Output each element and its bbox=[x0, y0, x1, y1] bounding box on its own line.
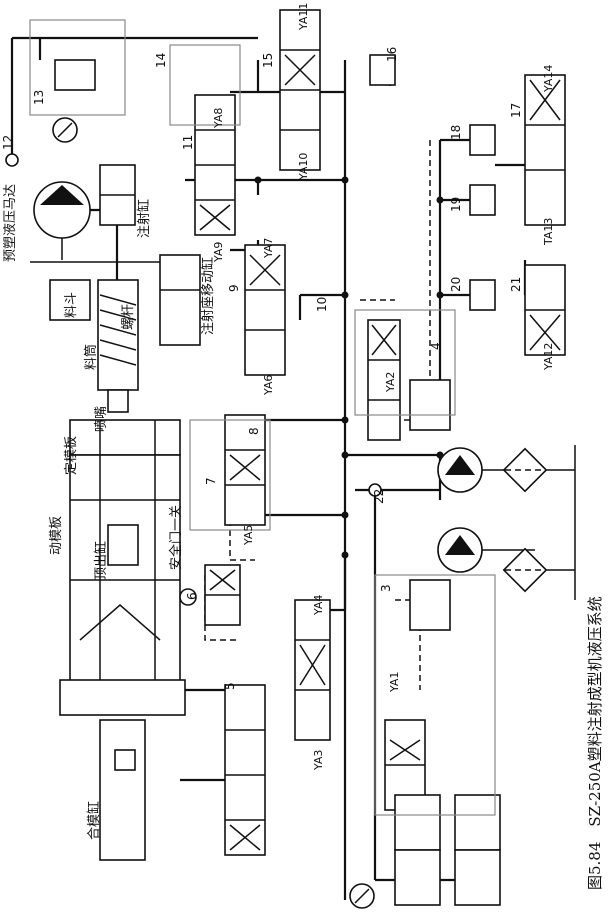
inject-cylinder bbox=[99, 164, 136, 300]
label-carriage-cyl: 注射座移动缸 bbox=[200, 257, 216, 335]
num-21: 21 bbox=[509, 277, 523, 292]
sol-ya5: YA5 bbox=[242, 525, 255, 546]
valve-9 bbox=[244, 244, 286, 376]
num-6: 6 bbox=[185, 592, 199, 600]
num-5: 5 bbox=[223, 682, 237, 690]
num-9: 9 bbox=[227, 284, 241, 292]
label-fixed-platen: 定模板 bbox=[64, 436, 79, 475]
label-hopper: 料斗 bbox=[64, 292, 79, 318]
valve-5 bbox=[224, 684, 266, 856]
num-2: 2 bbox=[459, 467, 473, 475]
num-20: 20 bbox=[449, 277, 463, 292]
label-door: 安全门一关 bbox=[168, 505, 184, 570]
num-22: 22 bbox=[372, 489, 386, 504]
valve-15 bbox=[279, 9, 321, 171]
sol-ya1: YA1 bbox=[388, 672, 401, 693]
platens bbox=[59, 419, 186, 716]
barrel-screw bbox=[49, 279, 139, 413]
valve-ya3-ya4 bbox=[294, 599, 331, 741]
sol-ya6: YA6 bbox=[262, 375, 275, 396]
label-barrel: 料筒 bbox=[83, 344, 99, 370]
valve-17 bbox=[524, 74, 566, 226]
valve-6 bbox=[204, 564, 241, 626]
pumps bbox=[437, 447, 535, 573]
label-ejector-cyl: 顶出缸 bbox=[93, 541, 109, 580]
sol-ya11: YA11 bbox=[297, 3, 310, 31]
sol-ta13: TA13 bbox=[542, 218, 555, 246]
filters bbox=[502, 445, 576, 600]
num-17: 17 bbox=[509, 103, 523, 118]
gauges bbox=[5, 117, 382, 909]
sol-ya2: YA2 bbox=[384, 372, 397, 393]
num-19: 19 bbox=[449, 197, 463, 212]
sol-ya3: YA3 bbox=[312, 750, 325, 771]
label-clamp-cyl: 合模缸 bbox=[86, 801, 102, 840]
sol-ya9: YA9 bbox=[212, 242, 225, 263]
valve-2 bbox=[367, 319, 401, 441]
figure-caption: 图5.84 SZ-250A塑料注射成型机液压系统 bbox=[586, 596, 604, 890]
carriage-cylinder bbox=[159, 254, 201, 346]
valve-3 bbox=[409, 579, 451, 631]
valve-4 bbox=[409, 379, 451, 431]
sol-ya12: YA12 bbox=[542, 343, 555, 371]
num-3: 3 bbox=[379, 584, 393, 592]
valve-8 bbox=[224, 414, 266, 526]
num-12: 12 bbox=[1, 135, 15, 150]
relief-valves bbox=[29, 19, 496, 816]
label-inject-cyl: 注射缸 bbox=[136, 199, 152, 238]
num-1: 1 bbox=[459, 547, 473, 555]
valve-11 bbox=[194, 94, 236, 236]
label-screw: 螺杆 bbox=[121, 304, 136, 330]
num-10: 10 bbox=[315, 297, 329, 312]
label-moving-platen: 动模板 bbox=[49, 516, 64, 555]
sol-ya8: YA8 bbox=[212, 108, 225, 129]
num-15: 15 bbox=[261, 53, 275, 68]
valve-21 bbox=[524, 264, 566, 356]
num-18: 18 bbox=[449, 125, 463, 140]
main-lines bbox=[10, 36, 527, 900]
clamp-cylinder bbox=[99, 719, 146, 861]
num-7: 7 bbox=[204, 477, 218, 485]
num-4: 4 bbox=[429, 342, 443, 350]
num-16: 16 bbox=[385, 47, 399, 62]
valves-bottom bbox=[394, 794, 501, 906]
label-motor: 预塑液压马达 bbox=[3, 184, 18, 262]
num-13: 13 bbox=[32, 90, 46, 105]
sol-ya4: YA4 bbox=[312, 595, 325, 616]
sol-ya10: YA10 bbox=[297, 153, 310, 181]
num-8: 8 bbox=[247, 427, 261, 435]
num-11: 11 bbox=[181, 135, 195, 150]
num-14: 14 bbox=[154, 53, 168, 68]
sol-ya14: YA14 bbox=[542, 65, 555, 93]
label-nozzle: 喷嘴 bbox=[94, 406, 109, 432]
sol-ya7: YA7 bbox=[262, 238, 275, 259]
